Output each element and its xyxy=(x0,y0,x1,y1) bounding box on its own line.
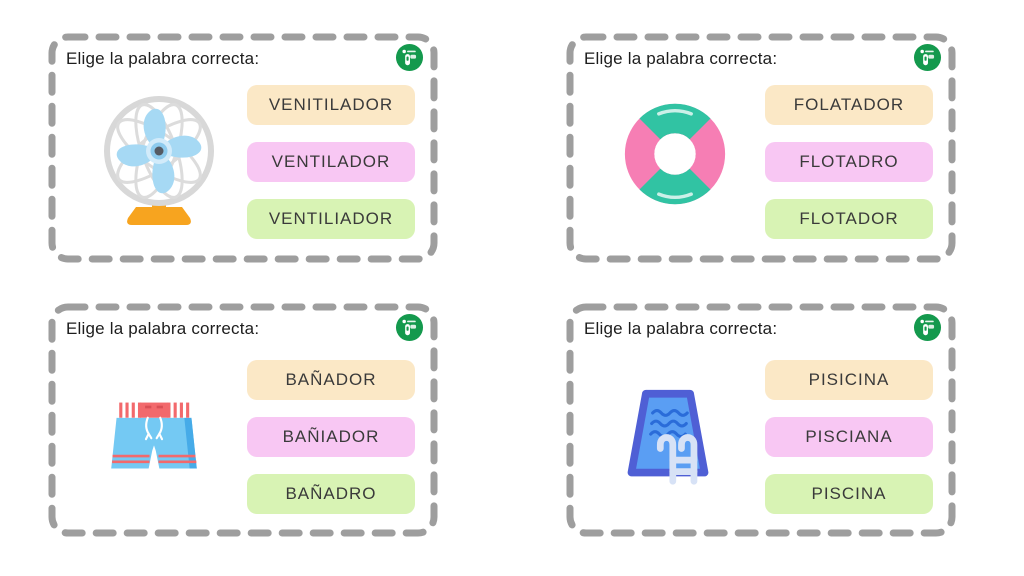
options-list: VENITILADOR VENTILADOR VENTILIADOR xyxy=(247,85,415,239)
prompt-text: Elige la palabra correcta: xyxy=(584,319,778,338)
green-logo-icon xyxy=(395,43,424,72)
green-logo-icon xyxy=(913,313,942,342)
options-list: FOLATADOR FLOTADRO FLOTADOR xyxy=(765,85,933,239)
option-button[interactable]: PISCIANA xyxy=(765,417,933,457)
options-list: BAÑADOR BAÑIADOR BAÑADRO xyxy=(247,360,415,514)
card-piscina: Elige la palabra correcta: xyxy=(566,303,956,537)
option-button[interactable]: VENTILIADOR xyxy=(247,199,415,239)
option-button[interactable]: FLOTADRO xyxy=(765,142,933,182)
card-flotador: Elige la palabra correcta: FOLATADOR FLO… xyxy=(566,33,956,263)
fan-icon xyxy=(98,91,220,229)
card-ventilador: Elige la palabra correcta: xyxy=(48,33,438,263)
option-button[interactable]: FLOTADOR xyxy=(765,199,933,239)
option-button[interactable]: BAÑIADOR xyxy=(247,417,415,457)
option-button[interactable]: VENTILADOR xyxy=(247,142,415,182)
options-list: PISICINA PISCIANA PISCINA xyxy=(765,360,933,514)
prompt-text: Elige la palabra correcta: xyxy=(66,49,260,68)
option-button[interactable]: PISICINA xyxy=(765,360,933,400)
lifebuoy-icon xyxy=(618,97,732,211)
swim-trunks-icon xyxy=(104,399,204,481)
card-banador: Elige la palabra correcta: xyxy=(48,303,438,537)
option-button[interactable]: BAÑADRO xyxy=(247,474,415,514)
option-button[interactable]: FOLATADOR xyxy=(765,85,933,125)
option-button[interactable]: VENITILADOR xyxy=(247,85,415,125)
prompt-text: Elige la palabra correcta: xyxy=(584,49,778,68)
prompt-text: Elige la palabra correcta: xyxy=(66,319,260,338)
option-button[interactable]: PISCINA xyxy=(765,474,933,514)
green-logo-icon xyxy=(395,313,424,342)
option-button[interactable]: BAÑADOR xyxy=(247,360,415,400)
green-logo-icon xyxy=(913,43,942,72)
swimming-pool-icon xyxy=(618,385,718,489)
